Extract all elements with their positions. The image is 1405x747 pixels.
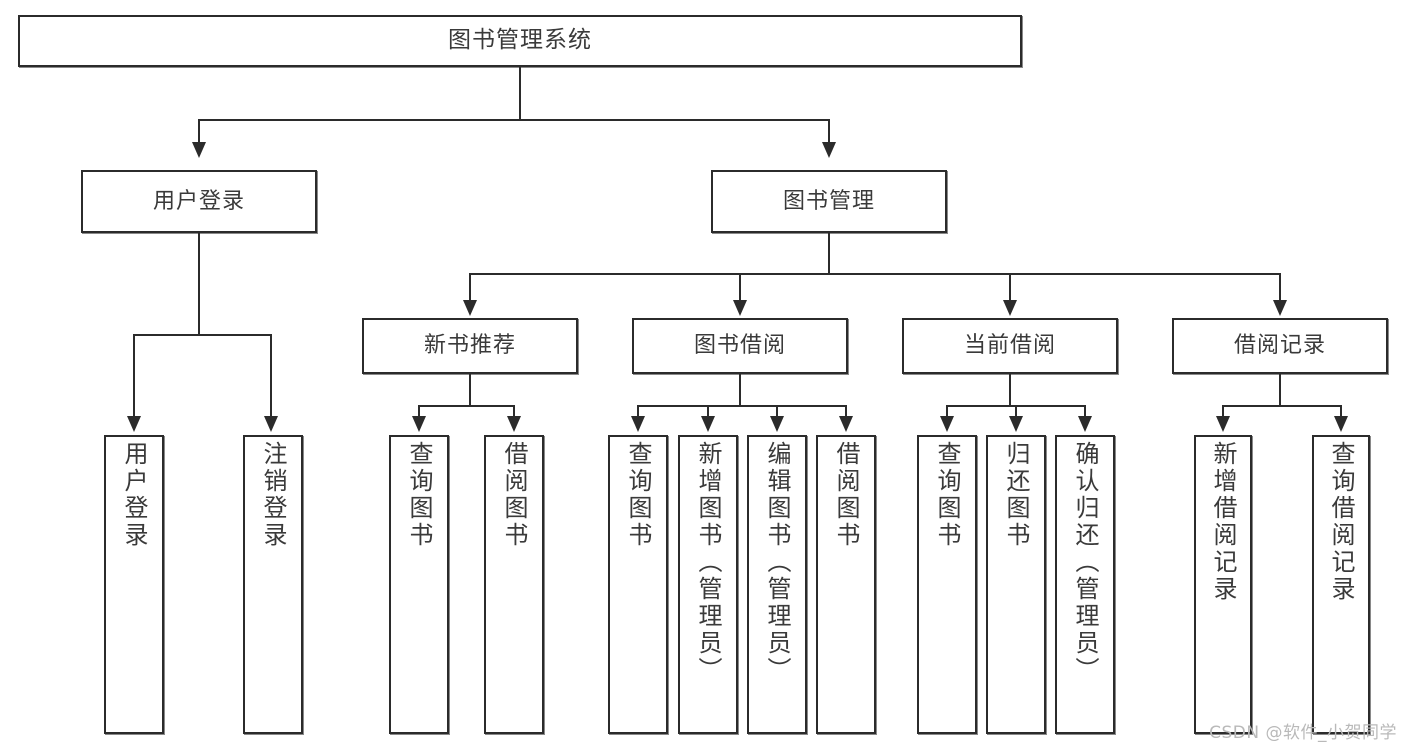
arrowhead-leaf-return-book <box>1009 416 1023 432</box>
connector-root-stem <box>519 67 521 119</box>
arrowhead-leaf-add-record <box>1216 416 1230 432</box>
node-label: 图书管理 <box>782 188 875 214</box>
node-leaf-user-login[interactable]: 用户登录 <box>104 435 164 734</box>
connector-borrow-record-stem <box>1279 374 1281 405</box>
node-label: 借阅图书 <box>832 441 860 549</box>
node-leaf-query-book-a[interactable]: 查询图书 <box>389 435 449 734</box>
arrowhead-book-management <box>822 142 836 158</box>
connector-level2-bus <box>469 273 1280 275</box>
arrowhead-leaf-query-book-a <box>412 416 426 432</box>
connector-new-book-stem <box>469 374 471 405</box>
connector-new-book-drop-1 <box>418 405 420 418</box>
connector-book-borrow-drop-4 <box>845 405 847 418</box>
node-label: 归还图书 <box>1002 441 1030 549</box>
arrowhead-leaf-query-book-c <box>940 416 954 432</box>
node-label: 用户登录 <box>120 441 148 549</box>
node-new-book-recommend[interactable]: 新书推荐 <box>362 318 578 374</box>
node-leaf-borrow-book-a[interactable]: 借阅图书 <box>484 435 544 734</box>
node-label: 新增图书（管理员） <box>694 441 722 684</box>
connector-new-book-bus <box>418 405 514 407</box>
connector-user-login-stem <box>198 233 200 334</box>
connector-book-borrow-bus <box>637 405 846 407</box>
node-label: 查询图书 <box>405 441 433 549</box>
node-leaf-logout[interactable]: 注销登录 <box>243 435 303 734</box>
connector-new-book-drop-2 <box>513 405 515 418</box>
connector-book-borrow-drop-3 <box>776 405 778 418</box>
node-label: 新增借阅记录 <box>1209 441 1237 603</box>
node-leaf-borrow-book-b[interactable]: 借阅图书 <box>816 435 876 734</box>
node-label: 确认归还（管理员） <box>1071 441 1099 684</box>
node-label: 图书管理系统 <box>448 27 592 54</box>
csdn-watermark: CSDN @软件_小贺同学 <box>1209 723 1397 743</box>
node-label: 编辑图书（管理员） <box>763 441 791 684</box>
arrowhead-user-login <box>192 142 206 158</box>
node-user-login[interactable]: 用户登录 <box>81 170 317 233</box>
arrowhead-leaf-logout <box>264 416 278 432</box>
connector-current-borrow-drop-1 <box>946 405 948 418</box>
arrowhead-leaf-query-record <box>1334 416 1348 432</box>
node-leaf-confirm-return[interactable]: 确认归还（管理员） <box>1055 435 1115 734</box>
connector-book-management-stem <box>828 233 830 273</box>
node-label: 注销登录 <box>259 441 287 549</box>
connector-borrow-record-bus <box>1222 405 1341 407</box>
arrowhead-leaf-user-login <box>127 416 141 432</box>
arrowhead-leaf-add-book <box>701 416 715 432</box>
node-leaf-query-borrow-record[interactable]: 查询借阅记录 <box>1312 435 1370 734</box>
node-label: 查询图书 <box>933 441 961 549</box>
node-label: 图书借阅 <box>693 333 786 359</box>
arrowhead-book-borrow <box>733 300 747 316</box>
connector-level2-drop-1 <box>469 273 471 302</box>
node-label: 借阅记录 <box>1233 333 1326 359</box>
node-label: 查询借阅记录 <box>1327 441 1355 603</box>
connector-borrow-record-drop-1 <box>1222 405 1224 418</box>
node-current-borrow[interactable]: 当前借阅 <box>902 318 1118 374</box>
node-leaf-edit-book[interactable]: 编辑图书（管理员） <box>747 435 807 734</box>
connector-user-login-drop-2 <box>270 334 272 418</box>
connector-current-borrow-drop-2 <box>1015 405 1017 418</box>
connector-current-borrow-stem <box>1009 374 1011 405</box>
node-leaf-query-book-c[interactable]: 查询图书 <box>917 435 977 734</box>
node-book-management[interactable]: 图书管理 <box>711 170 947 233</box>
connector-current-borrow-drop-3 <box>1084 405 1086 418</box>
arrowhead-leaf-borrow-book-a <box>507 416 521 432</box>
node-book-borrow[interactable]: 图书借阅 <box>632 318 848 374</box>
node-label: 新书推荐 <box>423 333 516 359</box>
connector-borrow-record-drop-2 <box>1340 405 1342 418</box>
connector-book-borrow-drop-2 <box>707 405 709 418</box>
arrowhead-borrow-record <box>1273 300 1287 316</box>
connector-level2-drop-4 <box>1279 273 1281 302</box>
node-leaf-add-borrow-record[interactable]: 新增借阅记录 <box>1194 435 1252 734</box>
arrowhead-leaf-confirm-return <box>1078 416 1092 432</box>
connector-user-login-drop-1 <box>133 334 135 418</box>
connector-level2-drop-2 <box>739 273 741 302</box>
node-leaf-add-book[interactable]: 新增图书（管理员） <box>678 435 738 734</box>
node-root-book-management-system[interactable]: 图书管理系统 <box>18 15 1022 67</box>
connector-book-borrow-drop-1 <box>637 405 639 418</box>
arrowhead-leaf-edit-book <box>770 416 784 432</box>
arrowhead-new-book-rec <box>463 300 477 316</box>
connector-level1-drop-right <box>828 119 830 145</box>
node-leaf-query-book-b[interactable]: 查询图书 <box>608 435 668 734</box>
connector-level1-drop-left <box>198 119 200 145</box>
connector-level2-drop-3 <box>1009 273 1011 302</box>
connector-level1-bus <box>198 119 830 121</box>
node-label: 用户登录 <box>152 188 245 214</box>
connector-book-borrow-stem <box>739 374 741 405</box>
node-borrow-record[interactable]: 借阅记录 <box>1172 318 1388 374</box>
node-label: 查询图书 <box>624 441 652 549</box>
node-label: 借阅图书 <box>500 441 528 549</box>
connector-user-login-bus <box>133 334 270 336</box>
arrowhead-current-borrow <box>1003 300 1017 316</box>
arrowhead-leaf-query-book-b <box>631 416 645 432</box>
node-leaf-return-book[interactable]: 归还图书 <box>986 435 1046 734</box>
node-label: 当前借阅 <box>963 333 1056 359</box>
arrowhead-leaf-borrow-book-b <box>839 416 853 432</box>
